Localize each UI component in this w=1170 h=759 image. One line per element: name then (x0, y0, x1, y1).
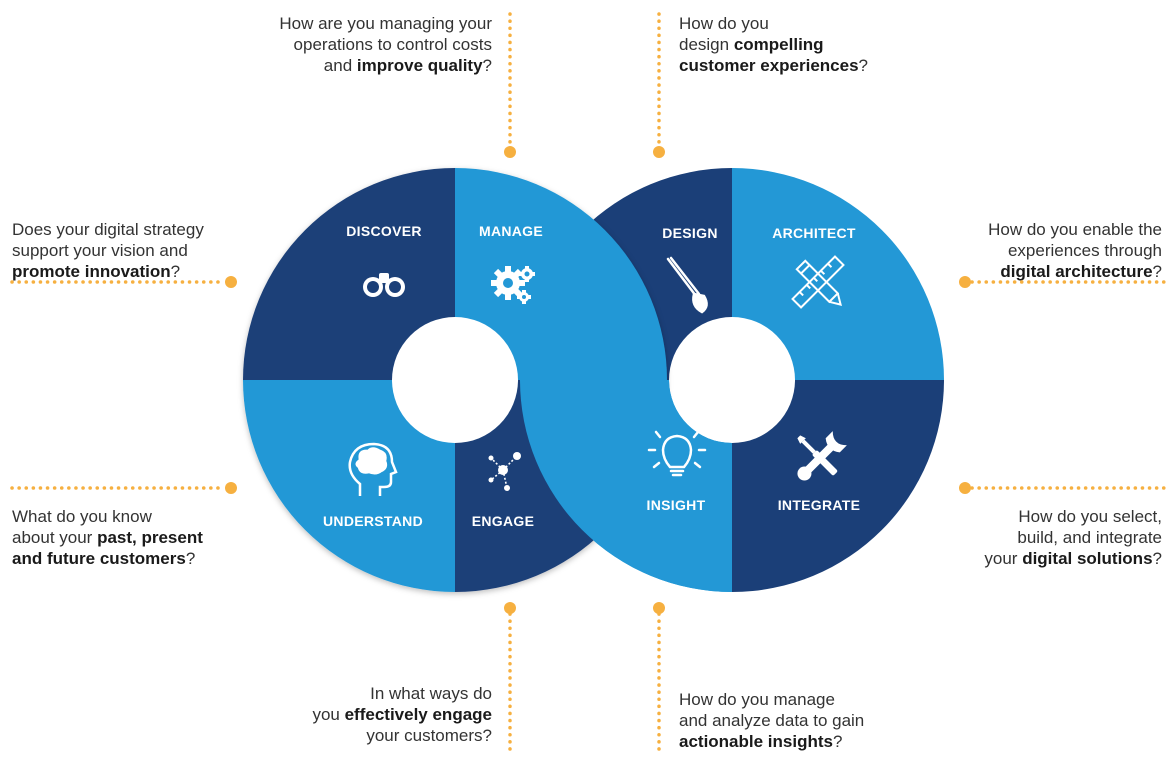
gears-icon (491, 266, 535, 304)
question-engage: In what ways do you effectively engage y… (312, 684, 492, 745)
segment-discover (243, 168, 455, 380)
label-architect: ARCHITECT (772, 225, 856, 241)
segment-architect (732, 168, 944, 380)
question-discover: Does your digital strategy support your … (12, 220, 204, 281)
network-icon (488, 452, 521, 491)
dot-insight (653, 602, 665, 614)
dot-engage (504, 602, 516, 614)
question-design: How do you design compelling customer ex… (679, 14, 869, 75)
label-insight: INSIGHT (647, 497, 706, 513)
dot-manage (504, 146, 516, 158)
brain-head-icon (348, 442, 398, 496)
question-insight: How do you manage and analyze data to ga… (679, 690, 865, 751)
binoculars-icon (363, 273, 405, 297)
tools-icon (797, 431, 847, 481)
pencil-ruler-icon (791, 255, 845, 309)
dot-design (653, 146, 665, 158)
connector-end-dots (225, 146, 971, 614)
question-understand: What do you know about your past, presen… (12, 507, 203, 568)
question-architect: How do you enable the experiences throug… (988, 220, 1162, 281)
label-manage: MANAGE (479, 223, 543, 239)
question-integrate: How do you select, build, and integrate … (984, 507, 1162, 568)
label-engage: ENGAGE (472, 513, 534, 529)
question-manage: How are you managing your operations to … (279, 14, 492, 75)
segment-understand (243, 380, 455, 592)
label-integrate: INTEGRATE (778, 497, 861, 513)
label-understand: UNDERSTAND (323, 513, 423, 529)
dot-integrate (959, 482, 971, 494)
paintbrush-icon (666, 256, 708, 314)
dot-discover (225, 276, 237, 288)
dotted-connectors (10, 12, 1167, 754)
segment-integrate (732, 380, 944, 592)
label-discover: DISCOVER (346, 223, 422, 239)
dot-architect (959, 276, 971, 288)
lightbulb-icon (647, 430, 707, 477)
label-design: DESIGN (662, 225, 717, 241)
dot-understand (225, 482, 237, 494)
